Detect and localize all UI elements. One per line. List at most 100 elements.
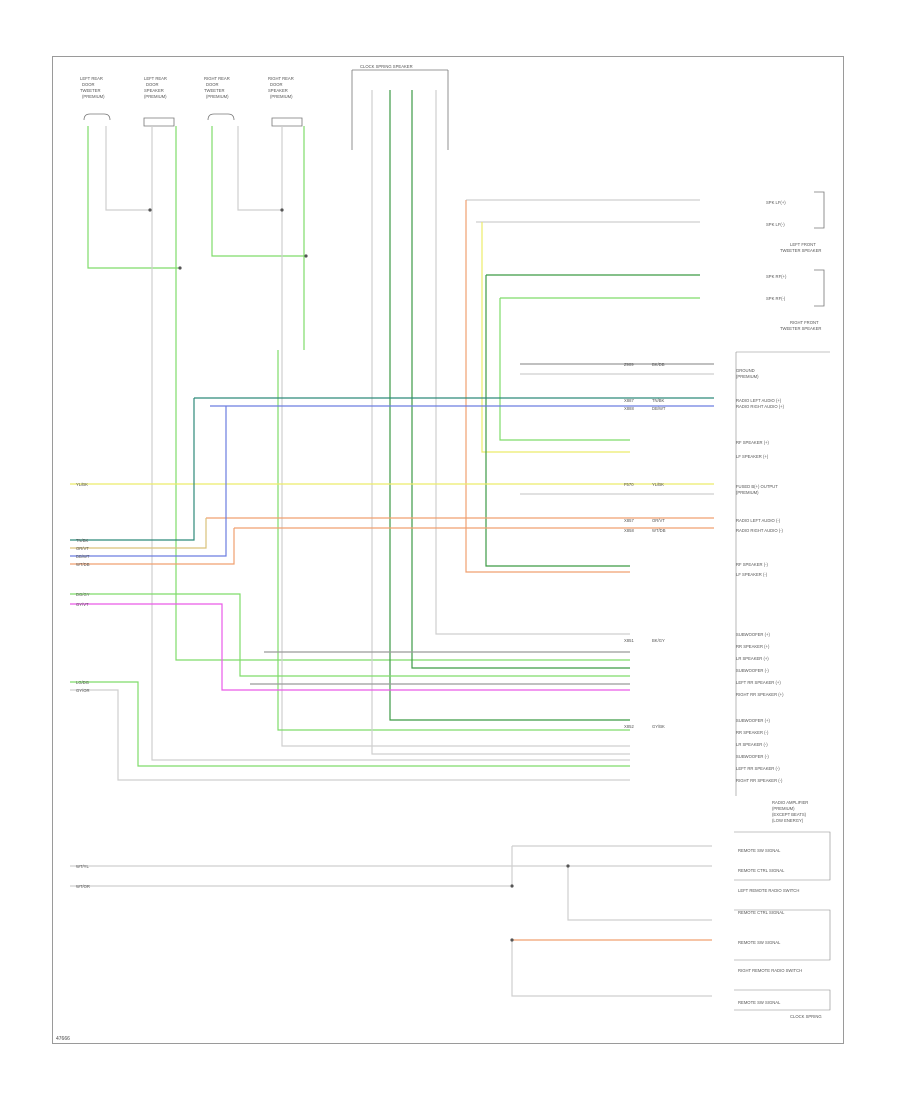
svg-text:DG/GY: DG/GY xyxy=(76,592,90,597)
switch-boxes xyxy=(734,831,831,1011)
svg-text:RIGHT FRONT: RIGHT FRONT xyxy=(790,320,819,325)
svg-text:TWEETER SPEAKER: TWEETER SPEAKER xyxy=(780,248,821,253)
svg-text:GY/VT: GY/VT xyxy=(76,602,89,607)
svg-text:SPK LF(-): SPK LF(-) xyxy=(766,222,785,227)
svg-text:RIGHT RR SPEAKER (+): RIGHT RR SPEAKER (+) xyxy=(736,692,784,697)
svg-text:RADIO LEFT AUDIO (-): RADIO LEFT AUDIO (-) xyxy=(736,518,781,523)
svg-text:(LOW ENERGY): (LOW ENERGY) xyxy=(772,818,804,823)
amplifier-connector xyxy=(735,351,830,796)
svg-text:WT/DB: WT/DB xyxy=(652,528,666,533)
svg-text:LF SPEAKER (-): LF SPEAKER (-) xyxy=(736,572,768,577)
svg-text:SPK RF(+): SPK RF(+) xyxy=(766,274,787,279)
svg-text:(EXCEPT BEATS): (EXCEPT BEATS) xyxy=(772,812,807,817)
svg-text:SPEAKER: SPEAKER xyxy=(144,88,164,93)
svg-text:SUBWOOFER (-): SUBWOOFER (-) xyxy=(736,668,769,673)
svg-text:FUSED B(+) OUTPUT: FUSED B(+) OUTPUT xyxy=(736,484,778,489)
svg-text:TN/BK: TN/BK xyxy=(76,538,89,543)
svg-text:SPEAKER: SPEAKER xyxy=(268,88,288,93)
svg-text:F570: F570 xyxy=(624,482,634,487)
svg-text:RIGHT REMOTE RADIO SWITCH: RIGHT REMOTE RADIO SWITCH xyxy=(738,968,802,973)
svg-text:SUBWOOFER (+): SUBWOOFER (+) xyxy=(736,632,770,637)
svg-text:TWEETER: TWEETER xyxy=(80,88,100,93)
svg-text:SPK LF(+): SPK LF(+) xyxy=(766,200,786,205)
svg-text:RADIO LEFT AUDIO (+): RADIO LEFT AUDIO (+) xyxy=(736,398,782,403)
svg-text:RR SPEAKER (+): RR SPEAKER (+) xyxy=(736,644,770,649)
switch-labels: REMOTE SW SIGNAL REMOTE CTRL SIGNAL LEFT… xyxy=(738,848,822,1019)
svg-text:GY/BK: GY/BK xyxy=(652,724,665,729)
svg-text:(PREMIUM): (PREMIUM) xyxy=(736,490,759,495)
svg-text:LF SPEAKER (+): LF SPEAKER (+) xyxy=(736,454,769,459)
svg-text:OR/VT: OR/VT xyxy=(76,546,89,551)
svg-text:BK/GY: BK/GY xyxy=(652,638,665,643)
svg-text:LEFT FRONT: LEFT FRONT xyxy=(790,242,816,247)
svg-text:WT/DB: WT/DB xyxy=(76,562,90,567)
diagram-frame xyxy=(52,56,844,1044)
svg-text:DOOR: DOOR xyxy=(82,82,95,87)
svg-text:Z909: Z909 xyxy=(624,362,634,367)
svg-text:LR SPEAKER (-): LR SPEAKER (-) xyxy=(736,742,768,747)
svg-text:(PREMIUM): (PREMIUM) xyxy=(144,94,167,99)
svg-text:DB/WT: DB/WT xyxy=(76,554,90,559)
svg-text:RADIO RIGHT AUDIO (-): RADIO RIGHT AUDIO (-) xyxy=(736,528,784,533)
svg-text:X852: X852 xyxy=(624,724,634,729)
svg-text:LG/DG: LG/DG xyxy=(76,680,89,685)
svg-text:YL/BK: YL/BK xyxy=(76,482,88,487)
svg-text:RIGHT REAR: RIGHT REAR xyxy=(268,76,294,81)
svg-text:X851: X851 xyxy=(624,638,634,643)
svg-text:RADIO RIGHT AUDIO (+): RADIO RIGHT AUDIO (+) xyxy=(736,404,785,409)
svg-text:SUBWOOFER (+): SUBWOOFER (+) xyxy=(736,718,770,723)
horizontal-wires xyxy=(70,199,714,997)
svg-text:GY/OR: GY/OR xyxy=(76,688,90,693)
svg-text:WT/OR: WT/OR xyxy=(76,884,90,889)
svg-text:YL/BK: YL/BK xyxy=(652,482,664,487)
svg-text:X857: X857 xyxy=(624,518,634,523)
left-entry-labels: YL/BK TN/BK OR/VT DB/WT WT/DB DG/GY GY/VT L… xyxy=(76,482,90,889)
svg-text:CLOCK SPRING: CLOCK SPRING xyxy=(790,1014,822,1019)
svg-text:LEFT RR SPEAKER (-): LEFT RR SPEAKER (-) xyxy=(736,766,780,771)
svg-text:RF SPEAKER (+): RF SPEAKER (+) xyxy=(736,440,770,445)
svg-text:OR/VT: OR/VT xyxy=(652,518,665,523)
vertical-wires xyxy=(87,90,630,761)
svg-text:LEFT RR SPEAKER (+): LEFT RR SPEAKER (+) xyxy=(736,680,781,685)
splice-points xyxy=(148,208,570,942)
svg-text:DOOR: DOOR xyxy=(206,82,219,87)
svg-text:(PREMIUM): (PREMIUM) xyxy=(82,94,105,99)
svg-text:REMOTE CTRL SIGNAL: REMOTE CTRL SIGNAL xyxy=(738,910,785,915)
svg-text:RADIO AMPLIFIER: RADIO AMPLIFIER xyxy=(772,800,808,805)
svg-text:RIGHT REAR: RIGHT REAR xyxy=(204,76,230,81)
svg-text:RF SPEAKER (-): RF SPEAKER (-) xyxy=(736,562,768,567)
svg-text:(PREMIUM): (PREMIUM) xyxy=(206,94,229,99)
svg-text:DOOR: DOOR xyxy=(270,82,283,87)
svg-text:REMOTE CTRL SIGNAL: REMOTE CTRL SIGNAL xyxy=(738,868,785,873)
svg-text:BK/DB: BK/DB xyxy=(652,362,665,367)
svg-text:DOOR: DOOR xyxy=(146,82,159,87)
svg-text:TWEETER: TWEETER xyxy=(204,88,224,93)
svg-text:(PREMIUM): (PREMIUM) xyxy=(772,806,795,811)
svg-text:LEFT REMOTE RADIO SWITCH: LEFT REMOTE RADIO SWITCH xyxy=(738,888,799,893)
svg-text:REMOTE SW SIGNAL: REMOTE SW SIGNAL xyxy=(738,1000,781,1005)
top-connectors xyxy=(83,69,449,150)
svg-text:(PREMIUM): (PREMIUM) xyxy=(736,374,759,379)
diagram-code: 47666 xyxy=(56,1036,70,1042)
svg-text:X887: X887 xyxy=(624,398,634,403)
svg-text:SUBWOOFER (-): SUBWOOFER (-) xyxy=(736,754,769,759)
svg-text:TWEETER SPEAKER: TWEETER SPEAKER xyxy=(780,326,821,331)
svg-text:(PREMIUM): (PREMIUM) xyxy=(270,94,293,99)
svg-text:X858: X858 xyxy=(624,528,634,533)
svg-text:LEFT REAR: LEFT REAR xyxy=(80,76,103,81)
svg-text:REMOTE SW SIGNAL: REMOTE SW SIGNAL xyxy=(738,940,781,945)
svg-text:DB/WT: DB/WT xyxy=(652,406,666,411)
front-tweeter-connectors xyxy=(814,191,825,307)
svg-text:X888: X888 xyxy=(624,406,634,411)
svg-text:TN/BK: TN/BK xyxy=(652,398,665,403)
svg-text:RIGHT RR SPEAKER (-): RIGHT RR SPEAKER (-) xyxy=(736,778,783,783)
svg-text:REMOTE SW SIGNAL: REMOTE SW SIGNAL xyxy=(738,848,781,853)
amplifier-pin-labels: GROUND(PREMIUM) RADIO LEFT AUDIO (+)RADI… xyxy=(736,368,808,823)
svg-text:SPK RF(-): SPK RF(-) xyxy=(766,296,786,301)
svg-text:CLOCK SPRING SPEAKER: CLOCK SPRING SPEAKER xyxy=(360,64,413,69)
svg-text:WT/YL: WT/YL xyxy=(76,864,89,869)
